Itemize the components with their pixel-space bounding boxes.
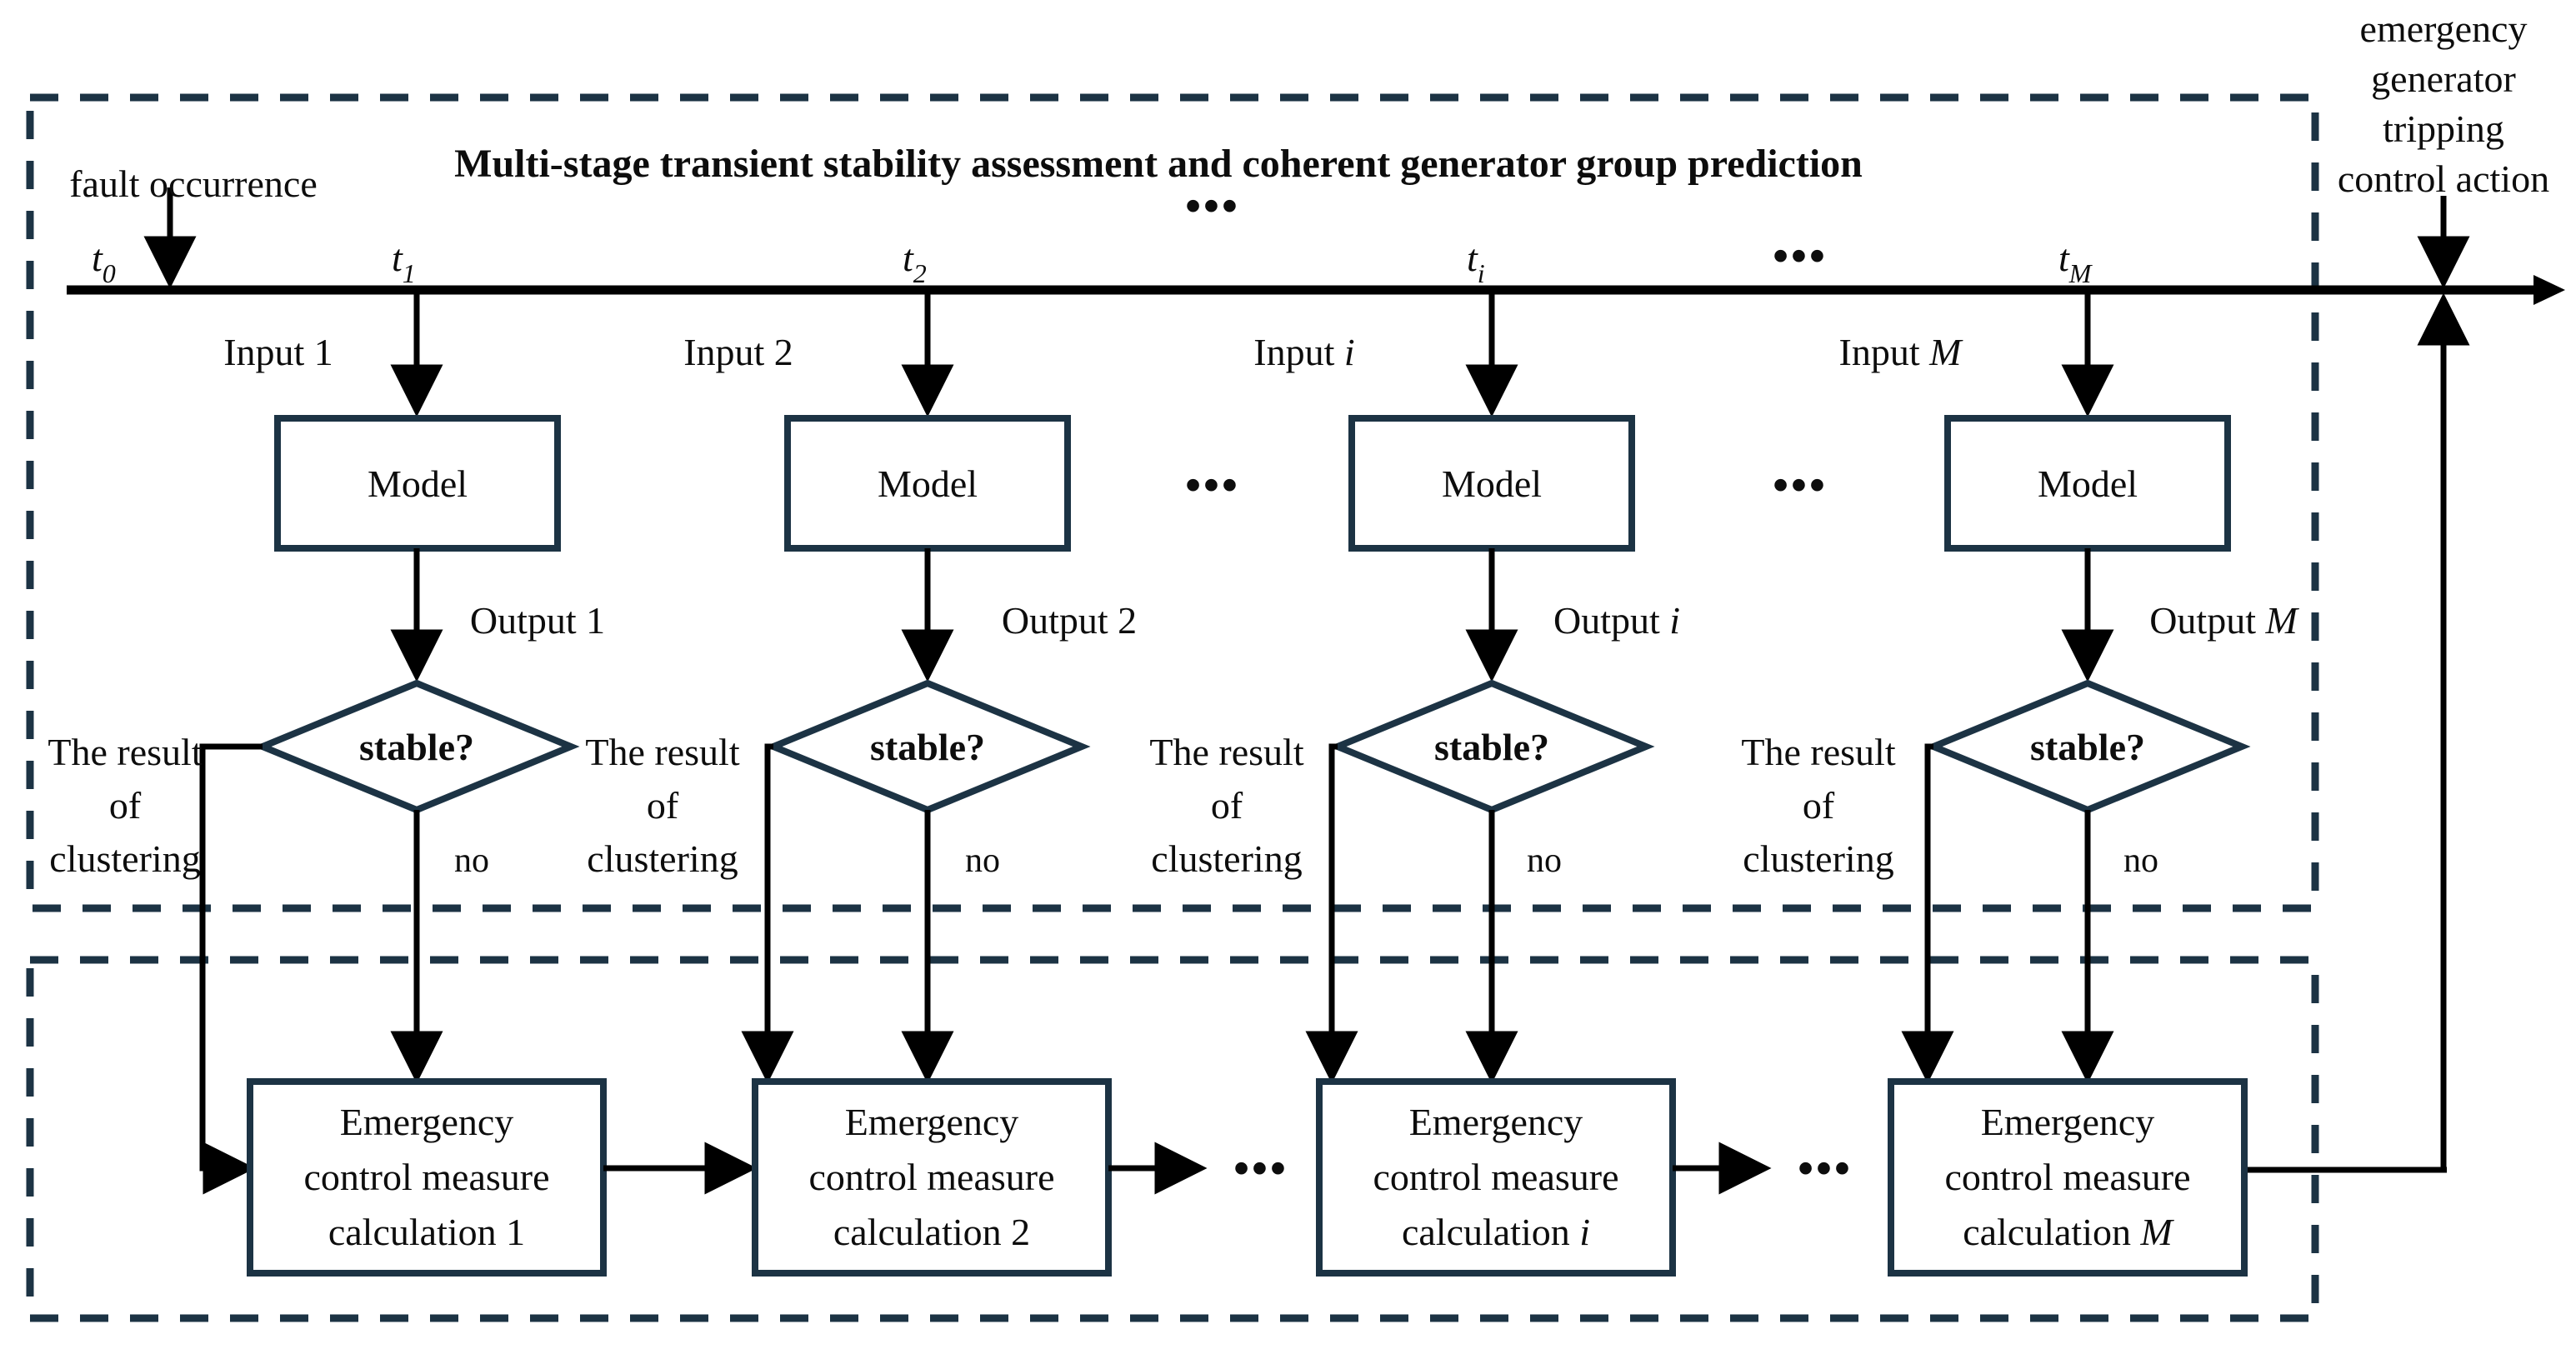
svg-text:clustering: clustering bbox=[1151, 837, 1302, 880]
tick-label-t0: t0 bbox=[92, 237, 116, 288]
action-box-4 bbox=[1888, 1078, 2248, 1277]
action-box-2 bbox=[752, 1078, 1112, 1277]
model-row-ellipsis-1: ••• bbox=[1185, 460, 1240, 510]
diagram-title: Multi-stage transient stability assessme… bbox=[454, 142, 1863, 186]
model-label-2: Model bbox=[878, 462, 978, 505]
timeline-axis bbox=[67, 275, 2565, 305]
no-label-4: no bbox=[2123, 842, 2158, 880]
action-label-4: Emergency control measure calculation M bbox=[1944, 1101, 2190, 1253]
input-label-3: Input i bbox=[1253, 331, 1354, 373]
svg-text:of: of bbox=[647, 784, 679, 827]
decision-label-4: stable? bbox=[2030, 726, 2145, 768]
cluster-branch-1 bbox=[199, 743, 263, 1195]
svg-text:The result: The result bbox=[1741, 731, 1895, 773]
action-label-2: Emergency control measure calculation 2 bbox=[808, 1101, 1054, 1253]
column-4 bbox=[1888, 294, 2251, 1277]
svg-text:Emergency: Emergency bbox=[340, 1101, 514, 1143]
svg-text:Emergency: Emergency bbox=[1981, 1101, 2155, 1143]
timeline-ellipsis-1: ••• bbox=[1185, 181, 1240, 231]
svg-text:Emergency: Emergency bbox=[845, 1101, 1019, 1143]
cluster-label-3: The result of clustering bbox=[1149, 731, 1303, 880]
output-label-4: Output M bbox=[2149, 599, 2299, 642]
emergency-action-label-l2: generator bbox=[2371, 57, 2516, 100]
decision-label-2: stable? bbox=[870, 726, 985, 768]
svg-text:calculation 2: calculation 2 bbox=[833, 1211, 1030, 1253]
fault-occurrence-label: fault occurrence bbox=[69, 162, 318, 205]
svg-text:of: of bbox=[1211, 784, 1243, 827]
cluster-label-1: The result of clustering bbox=[48, 731, 202, 880]
output-label-2: Output 2 bbox=[1002, 599, 1137, 642]
svg-text:calculation M: calculation M bbox=[1963, 1211, 2174, 1253]
emergency-action-label-l4: control action bbox=[2338, 157, 2549, 200]
output-label-3: Output i bbox=[1553, 599, 1680, 642]
svg-text:control measure: control measure bbox=[808, 1156, 1054, 1198]
cluster-label-4: The result of clustering bbox=[1741, 731, 1895, 880]
svg-text:of: of bbox=[109, 784, 142, 827]
tick-label-ti: ti bbox=[1467, 237, 1485, 288]
svg-text:control measure: control measure bbox=[1944, 1156, 2190, 1198]
no-label-2: no bbox=[965, 842, 1000, 880]
svg-text:control measure: control measure bbox=[303, 1156, 549, 1198]
cluster-label-2: The result of clustering bbox=[585, 731, 739, 880]
emergency-action-label-l3: tripping bbox=[2383, 107, 2504, 150]
cluster-branch-2 bbox=[741, 743, 794, 1084]
cluster-branch-3 bbox=[1305, 743, 1358, 1084]
decision-label-3: stable? bbox=[1434, 726, 1549, 768]
action-label-1: Emergency control measure calculation 1 bbox=[303, 1101, 549, 1253]
timeline-ellipsis-2: ••• bbox=[1773, 231, 1828, 281]
svg-text:The result: The result bbox=[1149, 731, 1303, 773]
no-label-3: no bbox=[1527, 842, 1562, 880]
tick-label-t2: t2 bbox=[903, 237, 927, 288]
svg-text:The result: The result bbox=[585, 731, 739, 773]
action-box-3 bbox=[1316, 1078, 1676, 1277]
action-row-ellipsis-1: ••• bbox=[1233, 1143, 1288, 1193]
model-row-ellipsis-2: ••• bbox=[1773, 460, 1828, 510]
model-label-4: Model bbox=[2038, 462, 2138, 505]
svg-text:clustering: clustering bbox=[587, 837, 738, 880]
output-label-1: Output 1 bbox=[470, 599, 605, 642]
decision-label-1: stable? bbox=[359, 726, 474, 768]
svg-text:clustering: clustering bbox=[49, 837, 200, 880]
emergency-action-label-l1: emergency bbox=[2360, 7, 2528, 50]
input-label-4: Input M bbox=[1839, 331, 1964, 373]
feedback-up-arrow bbox=[2244, 292, 2470, 1173]
cluster-branch-4 bbox=[1901, 743, 1954, 1084]
column-1 bbox=[199, 294, 758, 1277]
tick-label-t1: t1 bbox=[392, 237, 416, 288]
tick-label-tM: tM bbox=[2058, 237, 2093, 288]
svg-text:of: of bbox=[1803, 784, 1835, 827]
model-box-4 bbox=[1944, 415, 2231, 552]
svg-text:Emergency: Emergency bbox=[1409, 1101, 1583, 1143]
svg-text:calculation 1: calculation 1 bbox=[328, 1211, 525, 1253]
input-label-1: Input 1 bbox=[223, 331, 333, 373]
action-label-3: Emergency control measure calculation i bbox=[1373, 1101, 1618, 1253]
no-label-1: no bbox=[454, 842, 489, 880]
action-row-ellipsis-2: ••• bbox=[1798, 1143, 1853, 1193]
lower-dashed-container bbox=[26, 956, 2319, 1322]
model-box-1 bbox=[274, 415, 561, 552]
svg-text:The result: The result bbox=[48, 731, 202, 773]
model-label-3: Model bbox=[1442, 462, 1542, 505]
svg-text:calculation i: calculation i bbox=[1402, 1211, 1590, 1253]
svg-text:clustering: clustering bbox=[1743, 837, 1893, 880]
svg-text:control measure: control measure bbox=[1373, 1156, 1618, 1198]
model-label-1: Model bbox=[368, 462, 468, 505]
column-3 bbox=[1305, 294, 1987, 1277]
model-box-2 bbox=[784, 415, 1071, 552]
action-box-1 bbox=[247, 1078, 607, 1277]
input-label-2: Input 2 bbox=[683, 331, 793, 373]
